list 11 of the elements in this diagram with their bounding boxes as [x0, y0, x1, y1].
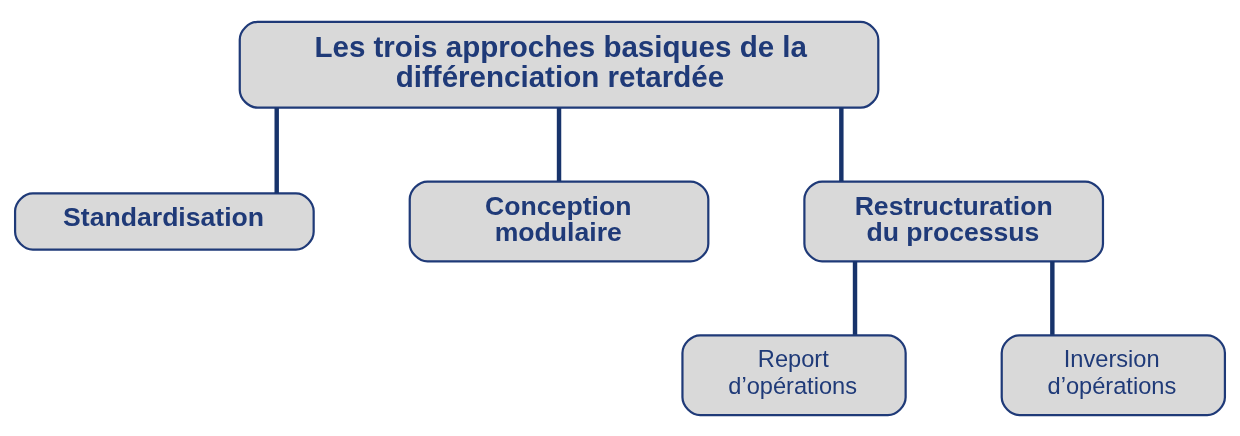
node-box: Conception modulaire	[408, 179, 710, 262]
node-box: Les trois approches basiques de la différenciation retardée	[238, 20, 880, 109]
node-box: Restructuration du processus	[803, 179, 1105, 262]
node-box: Standardisation	[14, 191, 315, 251]
connector	[1050, 260, 1055, 335]
connector	[839, 107, 844, 181]
node-box: Inversion d’opérations	[1000, 333, 1226, 416]
connector	[852, 260, 858, 335]
connector	[274, 107, 279, 193]
node-box: Report d’opérations	[681, 333, 907, 416]
connector	[556, 107, 562, 181]
